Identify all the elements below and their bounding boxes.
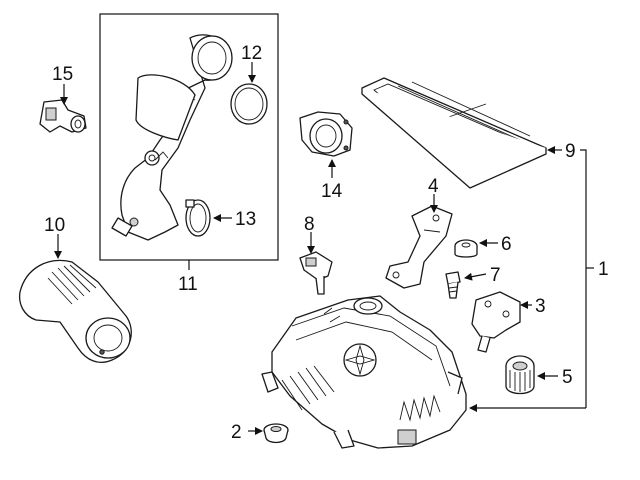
air-duct-part-10: [18, 259, 132, 363]
callout-9: 9: [565, 141, 576, 162]
connector-part-8: [299, 251, 333, 295]
grommet-part-2: [263, 423, 289, 444]
grommet-part-6: [454, 239, 478, 258]
callout-labels: 1 2 3 4 5 6 7 8 9 10 11 12 13 14 15: [44, 43, 609, 443]
air-filter-housing-part-1: [261, 295, 467, 449]
air-filter-part-9: [361, 77, 547, 189]
bracket-part-4: [385, 205, 453, 289]
air-mass-sensor-part-14: [299, 111, 353, 157]
sensor-part-15: [39, 99, 87, 133]
callout-8: 8: [304, 214, 315, 235]
callout-6: 6: [501, 234, 512, 255]
hose-clamp-part-13: [185, 199, 211, 237]
callout-3: 3: [535, 296, 546, 317]
callout-14: 14: [321, 181, 343, 202]
seal-ring-part-12: [230, 83, 268, 125]
callout-13: 13: [235, 209, 256, 230]
mount-bracket-part-3: [471, 291, 521, 353]
callout-2: 2: [231, 422, 242, 443]
bolt-part-7: [445, 271, 461, 299]
leader-lines: [54, 62, 594, 435]
callout-10: 10: [44, 215, 65, 236]
callout-1: 1: [598, 259, 609, 280]
callout-4: 4: [428, 176, 439, 197]
callout-15: 15: [52, 64, 73, 85]
callout-5: 5: [562, 367, 573, 388]
callout-12: 12: [241, 43, 262, 64]
filter-insert-part-5: [505, 355, 535, 395]
callout-7: 7: [490, 265, 501, 286]
intake-duct-part-11: [111, 34, 233, 241]
callout-11: 11: [178, 274, 198, 295]
